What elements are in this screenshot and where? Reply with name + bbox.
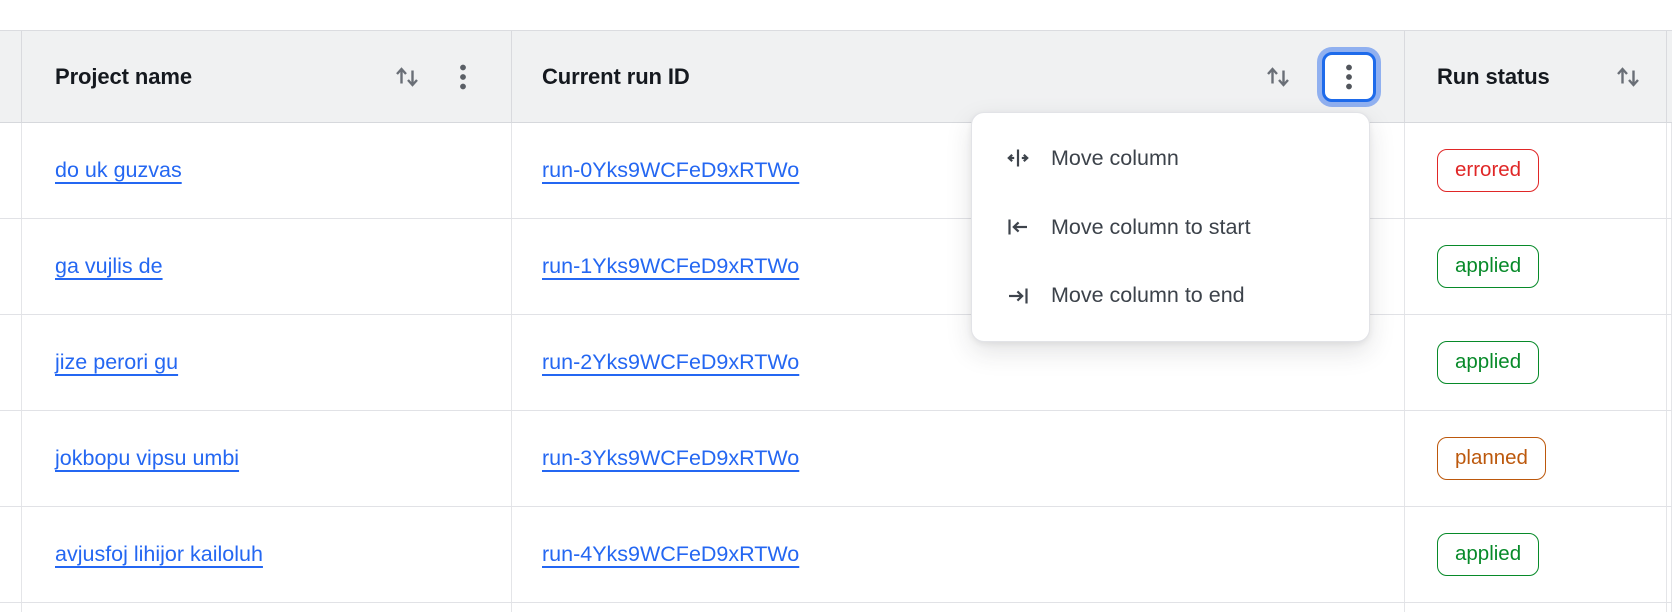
column-menu-button-current-run-id-active[interactable] (1322, 51, 1376, 102)
table-row: ga vujlis de run-1Yks9WCFeD9xRTWo applie… (0, 219, 1672, 315)
project-link[interactable]: ga vujlis de (55, 254, 163, 278)
body-cell-project: jize perori gu (22, 315, 512, 410)
sort-arrows-icon (393, 63, 421, 91)
menu-item-move-column-to-end[interactable]: Move column to end (972, 261, 1369, 330)
sort-button-run-status[interactable] (1614, 63, 1642, 91)
table-row: jize perori gu run-2Yks9WCFeD9xRTWo appl… (0, 315, 1672, 411)
move-column-to-start-icon (1005, 214, 1031, 240)
menu-item-label: Move column to start (1051, 214, 1251, 239)
header-cell-clipped-right (1667, 31, 1672, 122)
body-cell-run: run-1Yks9WCFeD9xRTWo (512, 219, 1405, 314)
status-badge: applied (1437, 533, 1540, 576)
sort-button-current-run-id[interactable] (1264, 63, 1292, 91)
body-cell-status: applied (1405, 219, 1667, 314)
column-context-menu: Move column Move column to start Move co… (971, 112, 1370, 342)
body-cell-status (1405, 603, 1667, 612)
body-cell-clipped-right (1667, 411, 1672, 506)
move-column-icon (1005, 145, 1031, 171)
table-body: do uk guzvas run-0Yks9WCFeD9xRTWo errore… (0, 123, 1672, 603)
kebab-menu-icon (459, 63, 467, 91)
column-menu-button-project-name[interactable] (459, 63, 467, 91)
body-cell-clipped-right (1667, 315, 1672, 410)
table-row: do uk guzvas run-0Yks9WCFeD9xRTWo errore… (0, 123, 1672, 219)
run-link[interactable]: run-3Yks9WCFeD9xRTWo (542, 446, 800, 470)
body-cell-run: run-4Yks9WCFeD9xRTWo (512, 507, 1405, 602)
kebab-menu-icon (1345, 63, 1353, 91)
table-row-partial (0, 603, 1672, 612)
body-cell-clipped-right (1667, 507, 1672, 602)
run-link[interactable]: run-0Yks9WCFeD9xRTWo (542, 158, 800, 182)
menu-item-move-column-to-start[interactable]: Move column to start (972, 193, 1369, 262)
status-badge: applied (1437, 341, 1540, 384)
header-cell-run-status: Run status (1405, 31, 1667, 122)
column-label-run-status: Run status (1437, 63, 1550, 89)
table-header-row: Project name (0, 30, 1672, 123)
column-label-project-name: Project name (55, 63, 192, 89)
body-cell-clipped-left (0, 315, 22, 410)
body-cell-project: do uk guzvas (22, 123, 512, 218)
status-badge: planned (1437, 437, 1546, 480)
body-cell-clipped-right (1667, 219, 1672, 314)
project-link[interactable]: do uk guzvas (55, 158, 182, 182)
body-cell-clipped-left (0, 123, 22, 218)
move-column-to-end-icon (1005, 283, 1031, 309)
run-link[interactable]: run-2Yks9WCFeD9xRTWo (542, 350, 800, 374)
table-row: avjusfoj lihijor kailoluh run-4Yks9WCFeD… (0, 507, 1672, 603)
project-link[interactable]: jokbopu vipsu umbi (55, 446, 240, 470)
sort-arrows-icon (1264, 63, 1292, 91)
menu-item-label: Move column to end (1051, 283, 1245, 308)
body-cell-run: run-0Yks9WCFeD9xRTWo (512, 123, 1405, 218)
status-badge: errored (1437, 149, 1540, 192)
body-cell-project (22, 603, 512, 612)
menu-item-move-column[interactable]: Move column (972, 124, 1369, 193)
body-cell-clipped-right (1667, 603, 1672, 612)
project-link[interactable]: avjusfoj lihijor kailoluh (55, 542, 263, 566)
sort-arrows-icon (1614, 63, 1642, 91)
body-cell-clipped-left (0, 507, 22, 602)
body-cell-project: jokbopu vipsu umbi (22, 411, 512, 506)
body-cell-clipped-left (0, 411, 22, 506)
body-cell-project: ga vujlis de (22, 219, 512, 314)
status-badge: applied (1437, 245, 1540, 288)
body-cell-project: avjusfoj lihijor kailoluh (22, 507, 512, 602)
header-cell-clipped-left (0, 31, 22, 122)
sort-button-project-name[interactable] (393, 63, 421, 91)
header-cell-project-name: Project name (22, 31, 512, 122)
body-cell-run: run-3Yks9WCFeD9xRTWo (512, 411, 1405, 506)
run-link[interactable]: run-4Yks9WCFeD9xRTWo (542, 542, 800, 566)
column-label-current-run-id: Current run ID (542, 63, 690, 89)
body-cell-status: planned (1405, 411, 1667, 506)
body-cell-status: errored (1405, 123, 1667, 218)
body-cell-clipped-left (0, 603, 22, 612)
body-cell-status: applied (1405, 315, 1667, 410)
menu-item-label: Move column (1051, 145, 1179, 170)
body-cell-clipped-left (0, 219, 22, 314)
body-cell-clipped-right (1667, 123, 1672, 218)
project-link[interactable]: jize perori gu (55, 350, 179, 374)
header-cell-current-run-id: Current run ID (512, 31, 1405, 122)
top-whitespace (0, 0, 1672, 30)
body-cell-run: run-2Yks9WCFeD9xRTWo (512, 315, 1405, 410)
body-cell-run (512, 603, 1405, 612)
body-cell-status: applied (1405, 507, 1667, 602)
table-row: jokbopu vipsu umbi run-3Yks9WCFeD9xRTWo … (0, 411, 1672, 507)
run-link[interactable]: run-1Yks9WCFeD9xRTWo (542, 254, 800, 278)
